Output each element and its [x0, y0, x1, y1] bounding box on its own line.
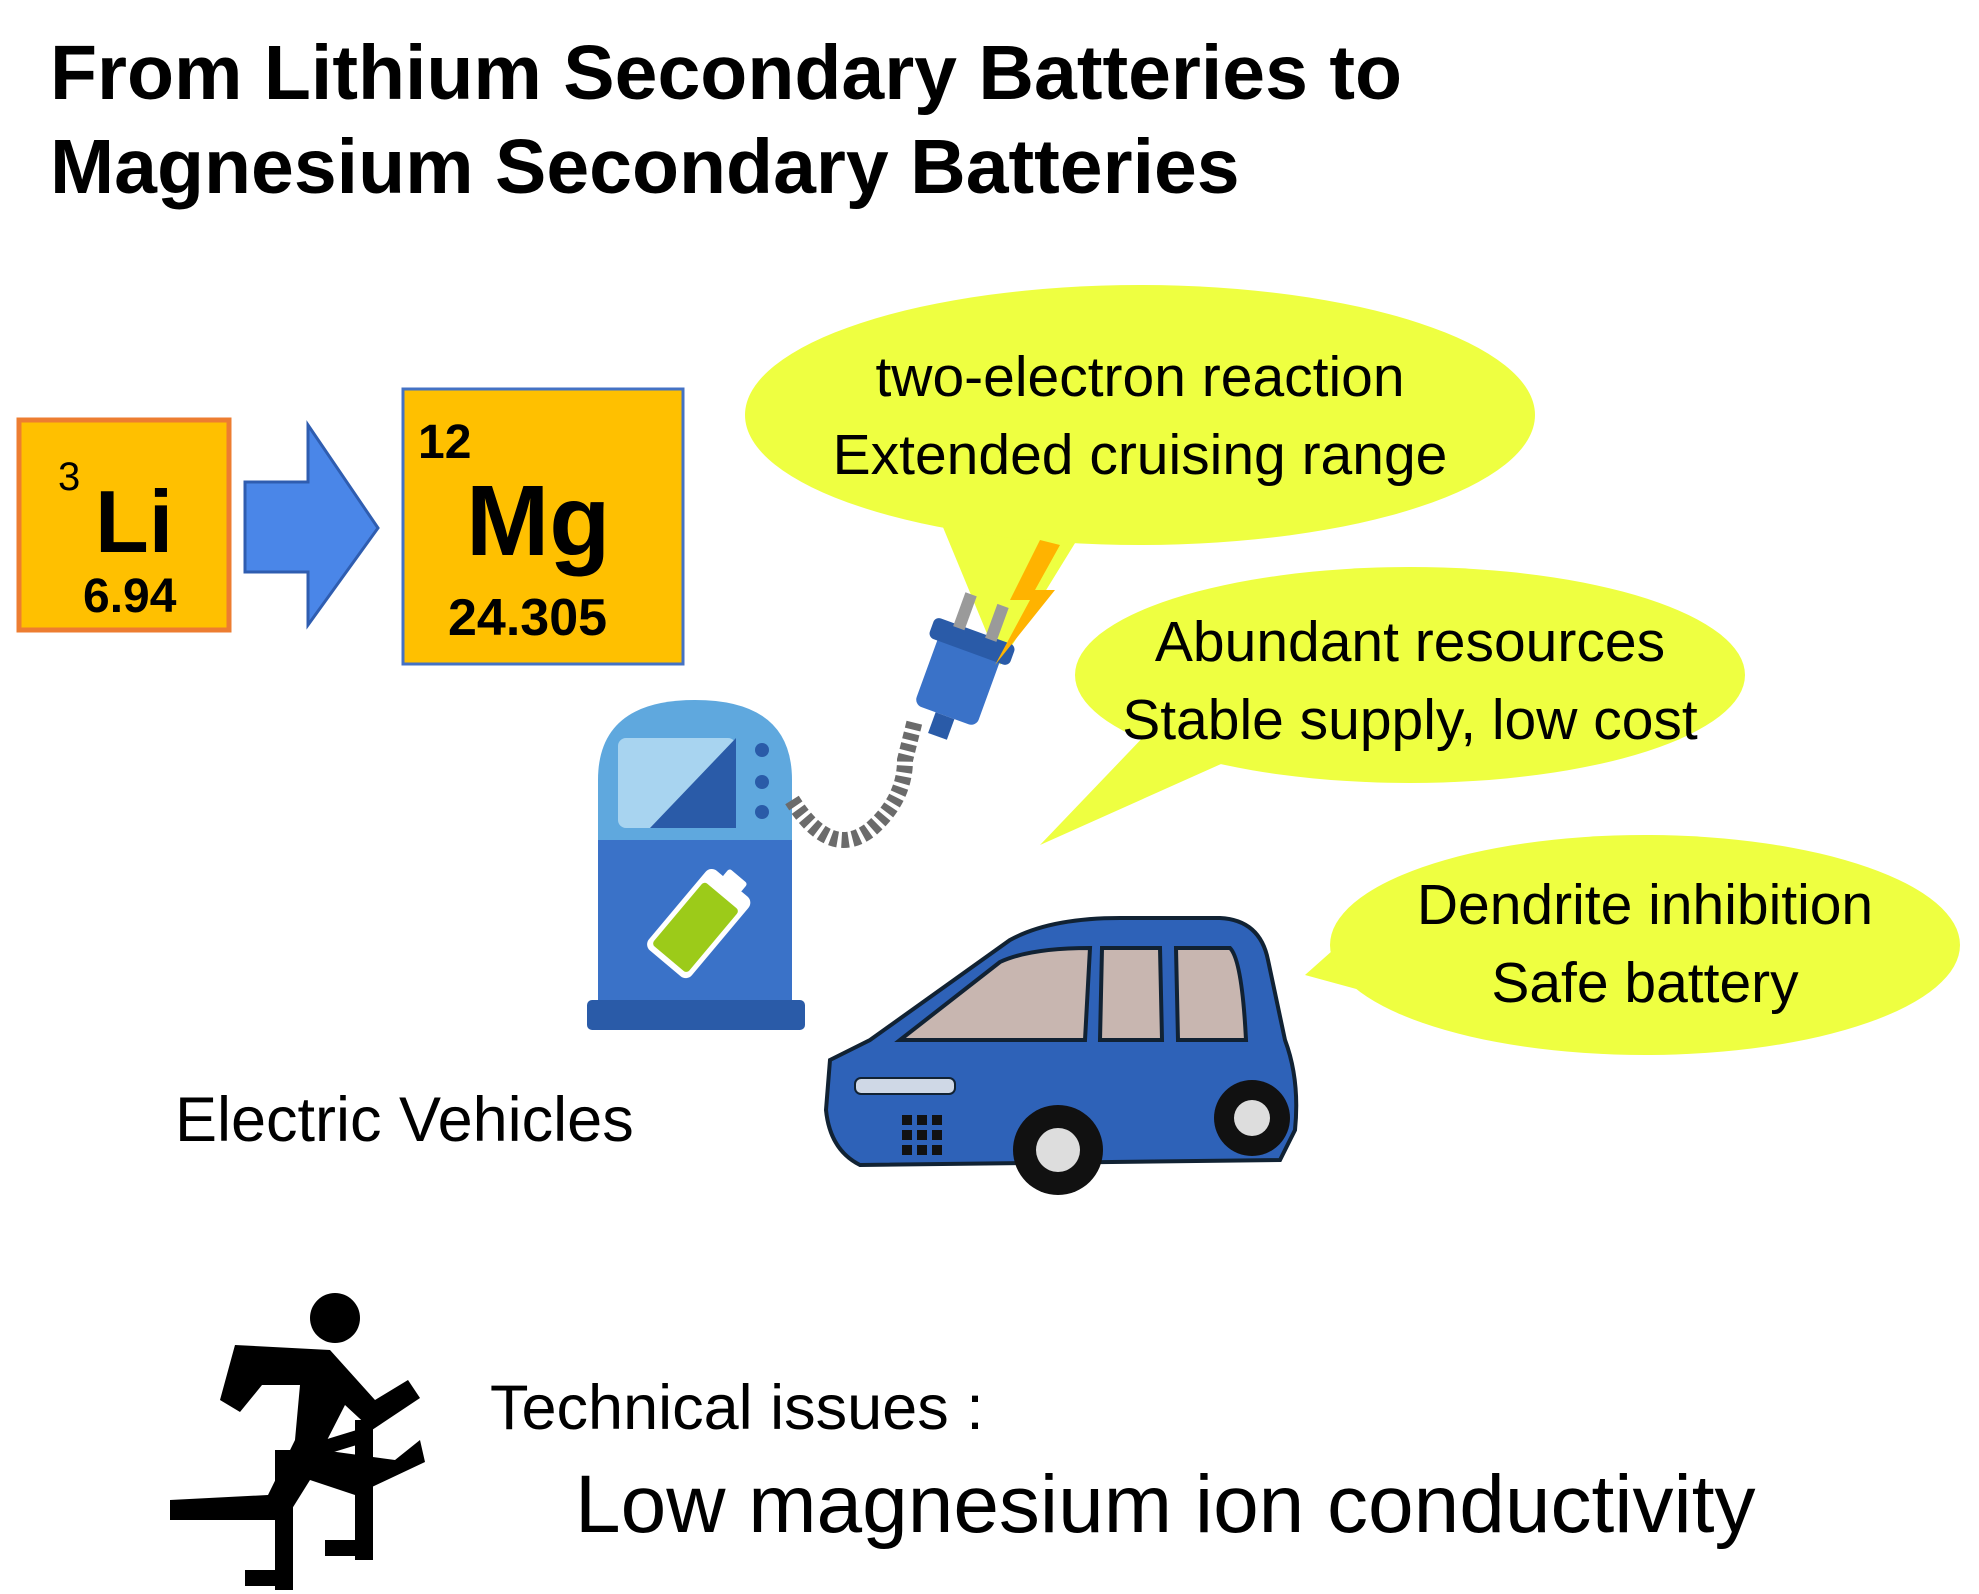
ev-label: Electric Vehicles: [175, 1085, 634, 1155]
bubble-energy-text: two-electron reaction Extended cruising …: [745, 338, 1535, 494]
title-line-1: From Lithium Secondary Batteries to: [50, 30, 1403, 116]
hurdle-jumper-icon: [170, 1293, 425, 1590]
right-arrow-icon: [243, 420, 380, 630]
title-line-2: Magnesium Secondary Batteries: [50, 124, 1240, 210]
charging-cable: [785, 718, 923, 848]
lithium-tile: 3 Li 6.94: [16, 417, 232, 633]
magnesium-mass: 24.305: [448, 589, 607, 647]
page-title: From Lithium Secondary Batteries to Magn…: [50, 26, 1402, 214]
bubble-resources-line-2: Stable supply, low cost: [1122, 688, 1698, 752]
charging-station-icon: [587, 700, 805, 1030]
bubble-energy-line-1: two-electron reaction: [875, 345, 1405, 409]
bubble-resources: [1040, 567, 1745, 845]
bubble-safety-line-2: Safe battery: [1491, 951, 1799, 1015]
magnesium-tile: 12 Mg 24.305: [401, 387, 685, 666]
bubble-safety-text: Dendrite inhibition Safe battery: [1330, 866, 1960, 1022]
lithium-mass: 6.94: [83, 570, 177, 623]
lithium-atomic-number: 3: [58, 455, 80, 499]
bubble-resources-line-1: Abundant resources: [1154, 610, 1666, 674]
bubble-safety: [1305, 835, 1960, 1055]
bubble-resources-text: Abundant resources Stable supply, low co…: [1075, 603, 1745, 759]
car-icon: [823, 916, 1299, 1195]
magnesium-atomic-number: 12: [418, 416, 471, 469]
magnesium-symbol: Mg: [466, 465, 610, 577]
issues-value: Low magnesium ion conductivity: [575, 1459, 1756, 1550]
issues-label: Technical issues :: [490, 1373, 984, 1443]
bubble-safety-line-1: Dendrite inhibition: [1416, 873, 1874, 937]
lightning-bolt-icon: [995, 540, 1060, 665]
bubble-energy-line-2: Extended cruising range: [832, 423, 1448, 487]
lithium-symbol: Li: [95, 472, 173, 571]
power-plug-icon: [916, 592, 1015, 740]
